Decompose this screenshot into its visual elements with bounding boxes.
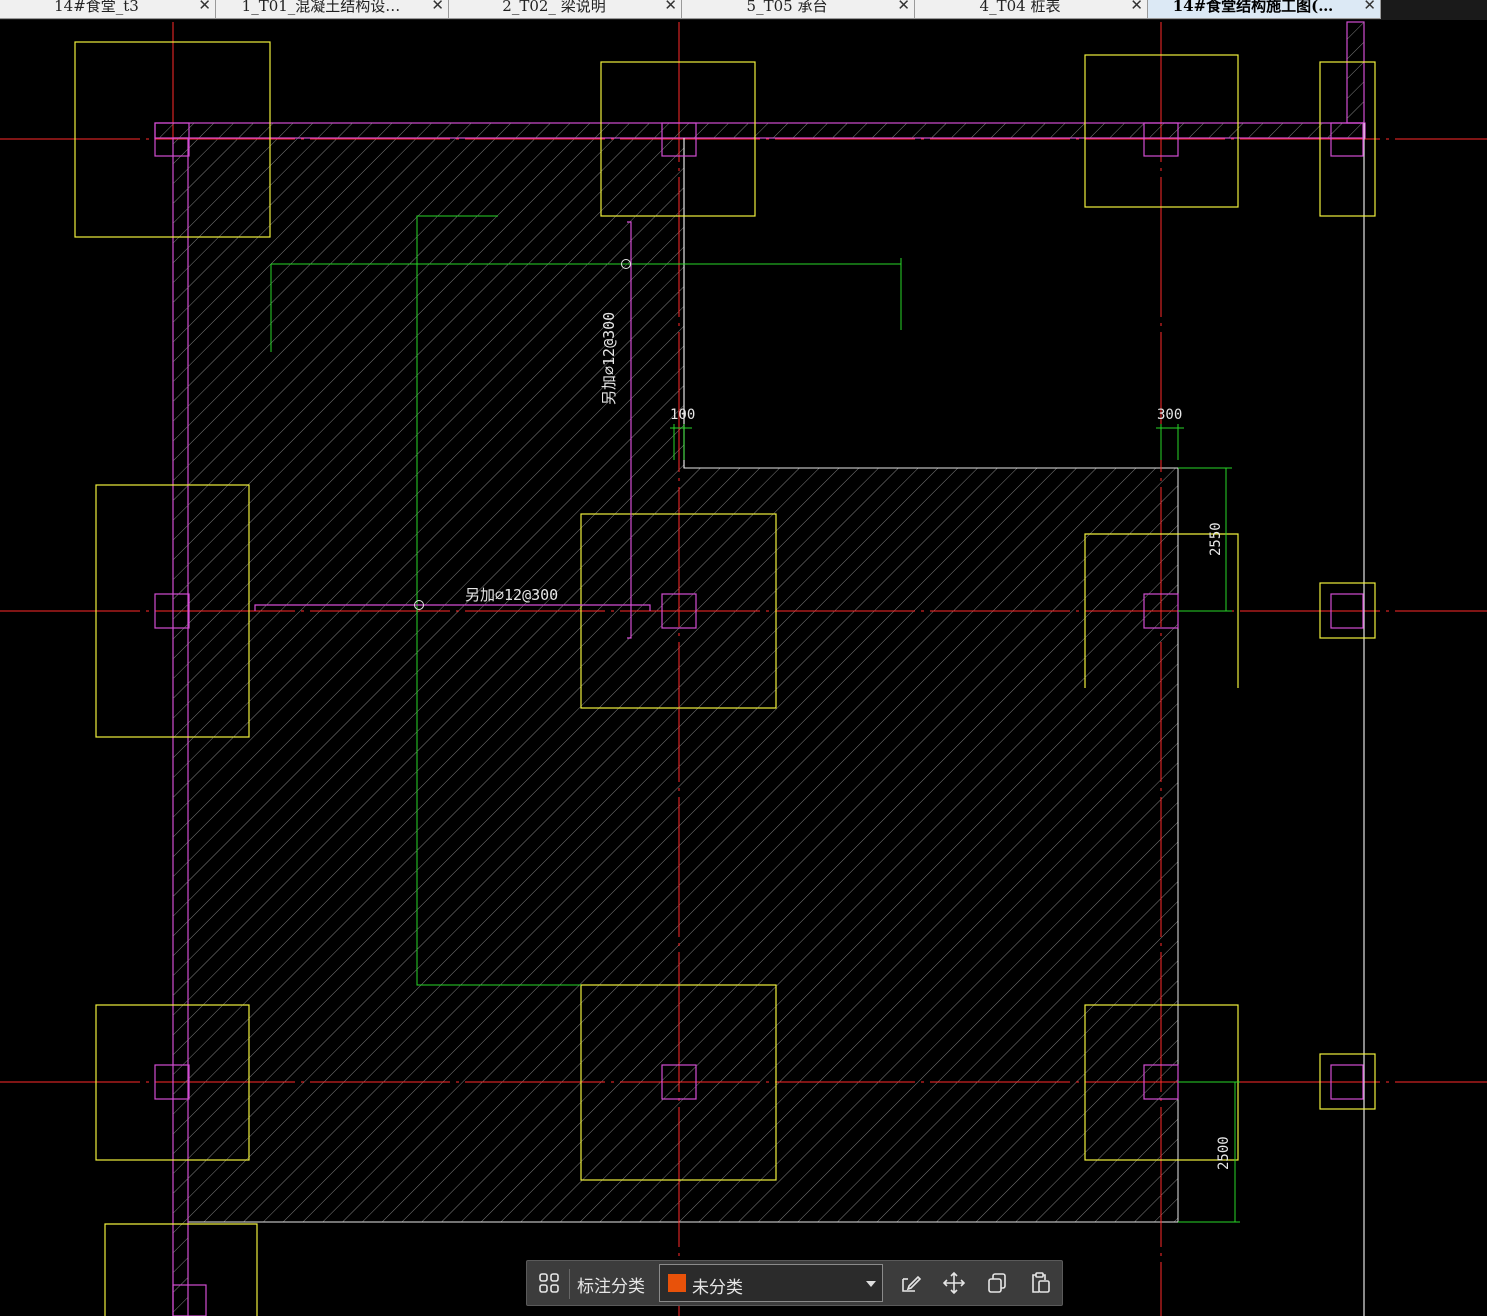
dimension-100[interactable]: 100: [670, 407, 695, 423]
pile-caps: [74, 41, 1376, 1316]
slab-hatch: [187, 137, 1179, 1223]
close-icon[interactable]: ✕: [664, 0, 677, 14]
document-tab-bar: 14#食堂_t3 ✕ 1_T01_混凝土结构设… ✕ 2_T02_ 梁说明 ✕ …: [0, 0, 1487, 20]
close-icon[interactable]: ✕: [431, 0, 444, 14]
annotation-toolbar: 标注分类 未分类: [526, 1260, 1063, 1306]
chevron-down-icon: [866, 1281, 876, 1287]
columns: [154, 122, 1364, 1316]
tab-concrete-design[interactable]: 1_T01_混凝土结构设… ✕: [216, 0, 449, 19]
toolbar-divider: [569, 1269, 570, 1299]
rebar-label-vertical[interactable]: 另加⌀12@300: [600, 312, 618, 405]
close-icon[interactable]: ✕: [198, 0, 211, 14]
dimension-2500[interactable]: 2500: [1216, 1136, 1232, 1170]
category-select-value: 未分类: [692, 1278, 743, 1298]
dimension-2550[interactable]: 2550: [1208, 522, 1224, 556]
grid-icon[interactable]: [537, 1271, 561, 1295]
tab-label: 2_T02_ 梁说明: [502, 0, 606, 15]
rebar-label-horizontal[interactable]: 另加⌀12@300: [465, 586, 558, 604]
close-icon[interactable]: ✕: [1130, 0, 1143, 14]
close-icon[interactable]: ✕: [1363, 0, 1376, 14]
paste-icon[interactable]: [1028, 1271, 1052, 1295]
rebar-markers: [414, 259, 631, 610]
tab-label: 4_T04 桩表: [979, 0, 1061, 15]
copy-icon[interactable]: [985, 1271, 1009, 1295]
tab-label: 14#食堂结构施工图(…: [1172, 0, 1334, 15]
annotation-category-label: 标注分类: [577, 1277, 645, 1297]
tab-pile-table[interactable]: 4_T04 桩表 ✕: [915, 0, 1148, 19]
tab-structural-drawing[interactable]: 14#食堂结构施工图(… ✕: [1148, 0, 1381, 19]
beam-hatch: [155, 22, 1365, 1316]
tab-pile-cap[interactable]: 5_T05 承台 ✕: [682, 0, 915, 19]
dimension-300[interactable]: 300: [1157, 407, 1182, 423]
edit-icon[interactable]: [899, 1271, 923, 1295]
annotation-category-select[interactable]: 未分类: [659, 1264, 883, 1302]
tab-label: 1_T01_混凝土结构设…: [241, 0, 401, 15]
tab-canteen-t3[interactable]: 14#食堂_t3 ✕: [0, 0, 216, 19]
tab-beam-notes[interactable]: 2_T02_ 梁说明 ✕: [449, 0, 682, 19]
category-color-swatch: [668, 1274, 686, 1292]
tab-label: 14#食堂_t3: [54, 0, 139, 15]
close-icon[interactable]: ✕: [897, 0, 910, 14]
tab-label: 5_T05 承台: [746, 0, 828, 15]
rebar-lines: [254, 221, 651, 639]
move-icon[interactable]: [942, 1271, 966, 1295]
